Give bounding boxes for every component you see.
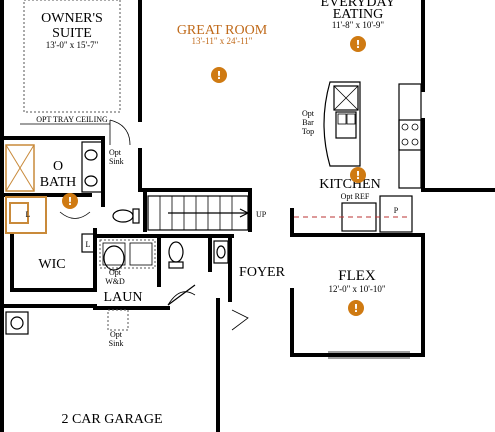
owners-suite-label: OWNER'S SUITE 13'-0" x 15'-7" OPT TRAY C…: [36, 11, 108, 124]
great-room-name: GREAT ROOM: [177, 23, 268, 38]
bath-fixtures: [5, 119, 131, 253]
garage-name: 2 CAR GARAGE: [61, 412, 162, 427]
everyday-eating-name-2: EATING: [333, 7, 384, 22]
laundry-name: LAUN: [104, 290, 143, 305]
laundry-fixtures: [5, 239, 249, 335]
bath-name-1: O: [53, 159, 63, 174]
tray-ceiling-outline: [23, 0, 121, 113]
owners-suite-name-2: SUITE: [52, 26, 92, 41]
stairs-up-note: UP: [256, 210, 267, 219]
wic-name: WIC: [38, 257, 65, 272]
flex-name: FLEX: [338, 268, 376, 284]
svg-text:!: !: [67, 195, 72, 208]
toilets: [103, 208, 229, 271]
opt-ref-note: Opt REF: [341, 192, 370, 201]
info-icon-bath[interactable]: !: [62, 193, 78, 209]
svg-text:!: !: [216, 69, 221, 82]
great-room-dimensions: 13'-11" x 24'-11": [192, 36, 253, 46]
svg-text:!: !: [355, 38, 360, 51]
opt-sink-bath-note-1: Opt: [109, 148, 122, 157]
flex-dimensions: 12'-0" x 10'-10": [328, 284, 385, 294]
svg-text:!: !: [353, 302, 358, 315]
pantry-note: P: [394, 206, 399, 215]
kitchen-name: KITCHEN: [319, 177, 380, 192]
info-icon-everyday-eating[interactable]: !: [350, 36, 366, 52]
stairs: [147, 195, 250, 231]
opt-tray-ceiling-note: OPT TRAY CEILING: [36, 115, 108, 124]
flex-window: [328, 351, 410, 359]
info-icon-great-room[interactable]: !: [211, 67, 227, 83]
opt-bar-top-note-2: Bar: [302, 118, 314, 127]
opt-wd-note-2: W&D: [105, 277, 125, 286]
linen-bath-note: L: [26, 210, 31, 219]
owners-suite-dimensions: 13'-0" x 15'-7": [46, 40, 99, 50]
info-icon-kitchen[interactable]: !: [350, 167, 366, 183]
foyer-name: FOYER: [239, 265, 286, 280]
svg-text:!: !: [355, 169, 360, 182]
bath-name-2: BATH: [40, 175, 77, 190]
opt-sink-laundry-note-1: Opt: [110, 330, 123, 339]
opt-wd-note-1: Opt: [109, 268, 122, 277]
owners-suite-name-1: OWNER'S: [41, 11, 103, 26]
linen-wic-note: L: [86, 240, 91, 249]
kitchen-fixtures: [294, 81, 422, 233]
opt-sink-bath-note-2: Sink: [109, 157, 124, 166]
everyday-eating-dimensions: 11'-8" x 10'-9": [332, 20, 385, 30]
info-icon-flex[interactable]: !: [348, 300, 364, 316]
opt-sink-laundry-note-2: Sink: [109, 339, 124, 348]
opt-bar-top-note-3: Top: [302, 127, 314, 136]
everyday-eating-name-1: EVERYDAY: [321, 0, 396, 10]
opt-bar-top-note-1: Opt: [302, 109, 315, 118]
